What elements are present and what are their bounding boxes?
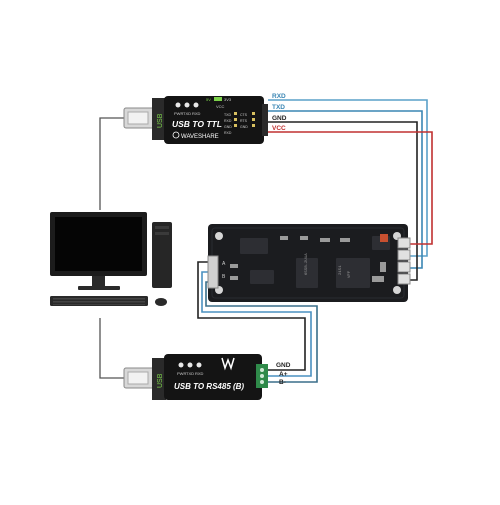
vcc-label: VCC [272,125,286,132]
svg-text:RTS: RTS [240,119,248,123]
svg-text:3V3: 3V3 [224,97,232,102]
svg-text:PWR: PWR [174,111,183,116]
rs485-b-wire [205,281,318,383]
vcc-wire [268,131,433,245]
red-indicator [380,234,388,242]
gnd-label: GND [272,115,287,122]
voltage-switch [214,97,222,101]
svg-text:B: B [222,274,226,280]
svg-text:GND: GND [240,125,248,129]
usb-rs485-title: USB TO RS485 (B) [174,382,244,391]
rs485-wires [197,261,318,383]
usb-rs485-side-label: USB [157,373,164,388]
ttl-wires [268,99,433,281]
usb-ttl-body [164,96,264,144]
svg-text:RXD: RXD [192,111,201,116]
txd-wire [268,110,423,269]
svg-text:PWR: PWR [177,371,186,376]
svg-text:TXD: TXD [224,113,231,117]
svg-text:TXD: TXD [186,371,194,376]
usb-cable-top [99,117,124,210]
svg-text:RXD: RXD [195,371,204,376]
rs485-a-wire [201,271,312,377]
right-terminals [397,237,411,285]
svg-text:GND: GND [224,125,232,129]
svg-text:2151: 2151 [339,265,343,275]
svg-text:5V: 5V [206,97,211,102]
svg-text:65SB-2U1A: 65SB-2U1A [305,253,309,275]
usb-ttl-pin-labels: TXD RXD GND CTS RTS GND RXD [224,113,248,135]
rxd-label: RXD [272,93,286,100]
rs485-terminal-block [256,364,268,388]
txd-label: TXD [272,104,285,111]
svg-text:RXD: RXD [224,119,232,123]
board-components [230,236,386,282]
rs485-gnd-label: GND [276,362,291,369]
usb-cable-bottom [99,318,124,379]
svg-text:VFF: VFF [348,270,352,278]
left-terminal [207,255,219,289]
rxd-led [193,102,199,108]
svg-text:CTS: CTS [240,113,248,117]
txd-led [184,102,190,108]
rs485-a-label: A+ [279,371,288,378]
monitor-screen [55,217,142,271]
ttl-wire-labels: RXD TXD GND VCC [272,93,287,132]
gnd-wire [268,121,418,281]
rs485-gnd-wire [197,261,306,371]
svg-text:A: A [222,261,226,267]
mouse [155,298,167,306]
usb-ttl-title: USB TO TTL [172,119,222,129]
usb-rs485-body [164,354,262,400]
svg-text:TXD: TXD [183,111,191,116]
usb-rs485-module: USB PWR TXD RXD USB TO RS485 (B) [123,354,268,400]
board-chips [240,236,390,288]
pc-tower [152,222,172,288]
rs485-board: 65SB-2U1A 2151 VFF A B [207,224,411,302]
pwr-led [175,102,181,108]
usb-cables [99,117,124,379]
rs485-b-label: B- [279,379,286,386]
usb-ttl-header-pins [234,112,255,127]
svg-text:RXD: RXD [224,131,232,135]
usb-ttl-side-label: USB [157,113,164,128]
rxd-wire [268,99,428,257]
svg-text:VCC: VCC [216,104,225,109]
waveshare-logo-icon [172,131,180,139]
computer [50,212,172,306]
usb-ttl-module: USB PWR TXD RXD 5V 3V3 VCC USB TO TTL WA… [123,96,268,144]
usb-ttl-brand: WAVESHARE [181,134,219,140]
waveshare-logo-icon [221,357,235,371]
monitor-stand [78,286,120,290]
rs485-wire-labels: GND A+ B- [276,362,291,386]
